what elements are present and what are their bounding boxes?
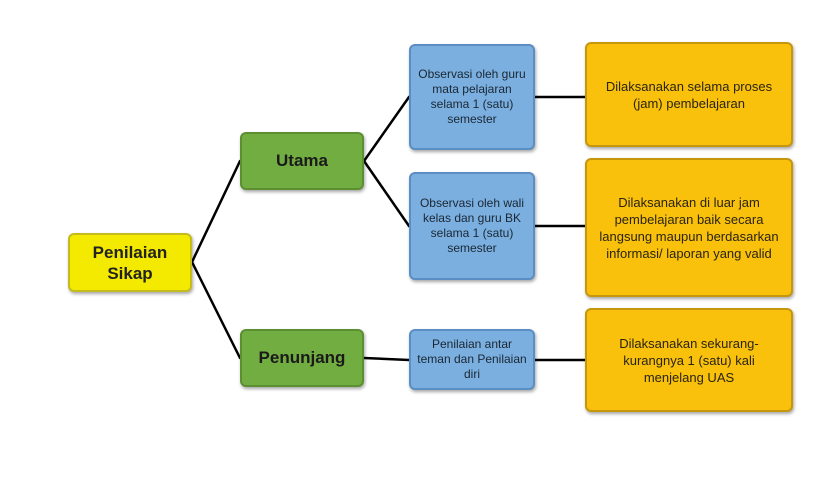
category-node-penunjang: Penunjang — [240, 329, 364, 387]
observation-node-antar-teman: Penilaian antar teman dan Penilaian diri — [409, 329, 535, 390]
observation-node-text: Observasi oleh wali kelas dan guru BK se… — [419, 196, 525, 255]
result-node-luar-jam: Dilaksanakan di luar jam pembelajaran ba… — [585, 158, 793, 297]
category-node-label: Penunjang — [258, 348, 346, 367]
observation-node-wali-kelas: Observasi oleh wali kelas dan guru BK se… — [409, 172, 535, 280]
result-node-text: Dilaksanakan sekurang-kurangnya 1 (satu)… — [619, 335, 759, 385]
observation-node-text: Penilaian antar teman dan Penilaian diri — [417, 337, 527, 381]
connector-root-penunjang — [190, 260, 242, 360]
result-node-text: Dilaksanakan selama proses (jam) pembela… — [605, 78, 773, 111]
connector-utama-obs-1 — [362, 95, 411, 163]
observation-node-text: Observasi oleh guru mata pelajaran selam… — [418, 67, 526, 126]
root-node-label: Penilaian Sikap — [92, 242, 168, 283]
connector-penunjang-obs-3 — [362, 356, 411, 362]
result-node-text: Dilaksanakan di luar jam pembelajaran ba… — [599, 194, 779, 261]
result-node-menjelang-uas: Dilaksanakan sekurang-kurangnya 1 (satu)… — [585, 308, 793, 412]
category-node-utama: Utama — [240, 132, 364, 190]
category-node-label: Utama — [276, 151, 328, 170]
connector-root-utama — [190, 159, 242, 264]
observation-node-guru-mapel: Observasi oleh guru mata pelajaran selam… — [409, 44, 535, 150]
root-node-penilaian-sikap: Penilaian Sikap — [68, 233, 192, 292]
connector-utama-obs-2 — [362, 159, 411, 228]
result-node-selama-proses: Dilaksanakan selama proses (jam) pembela… — [585, 42, 793, 147]
